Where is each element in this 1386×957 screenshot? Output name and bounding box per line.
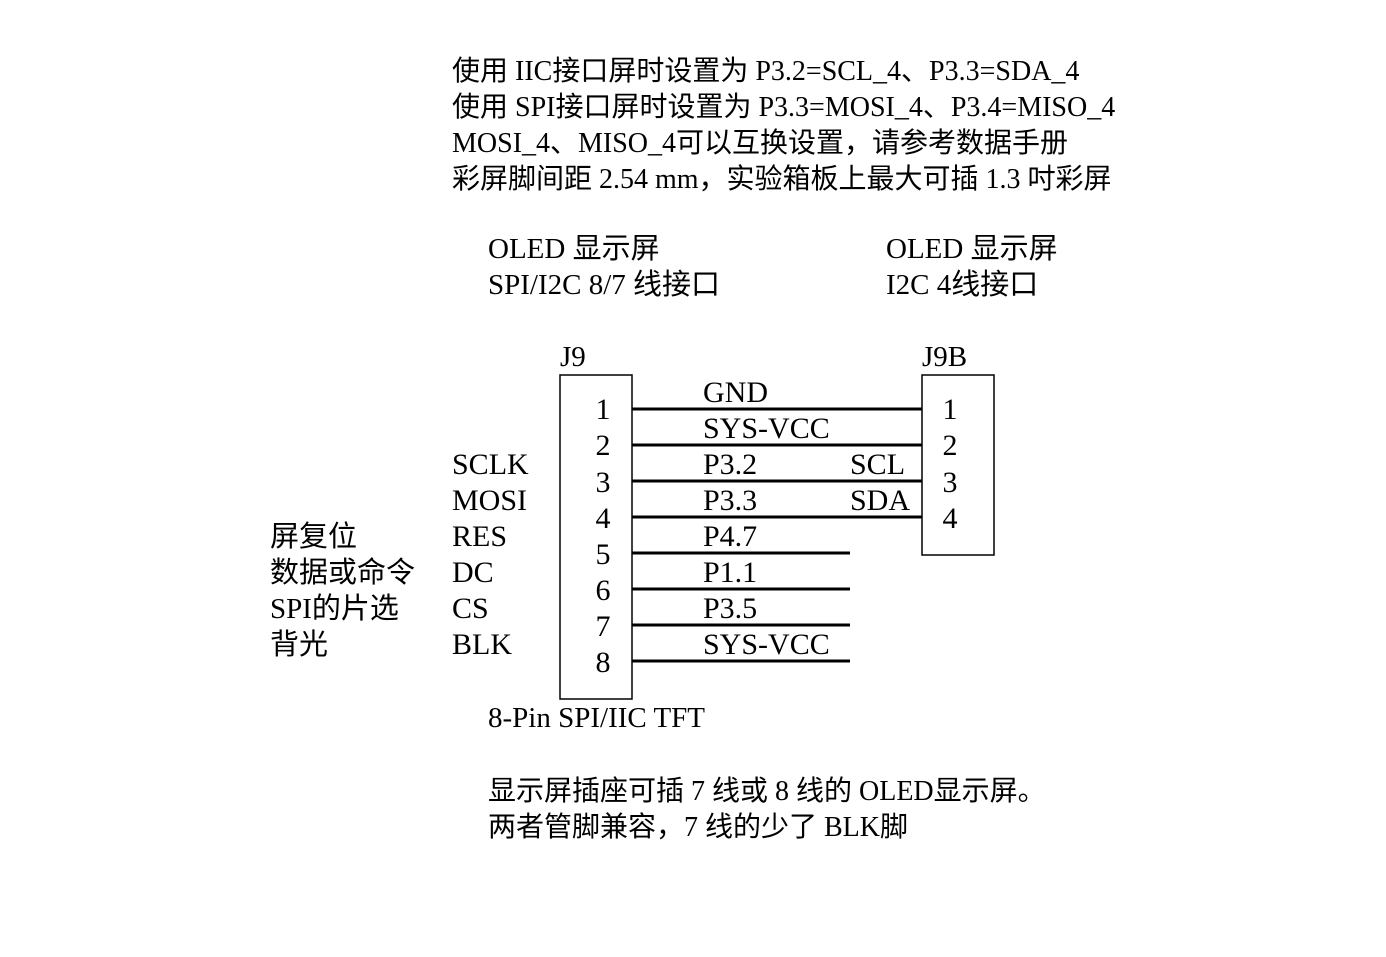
desc-backlight: 背光 bbox=[270, 628, 328, 661]
right-title-line-1: OLED 显示屏 bbox=[886, 233, 1058, 265]
net-label-p3-5: P3.5 bbox=[703, 592, 757, 625]
signal-names: SCLK MOSI RES DC CS BLK bbox=[452, 448, 529, 661]
i2c-labels: SCL SDA bbox=[850, 448, 910, 517]
signal-dc: DC bbox=[452, 556, 494, 589]
note-compat-2: 两者管脚兼容，7 线的少了 BLK脚 bbox=[488, 811, 908, 843]
j9-body bbox=[559, 374, 633, 700]
j9-pin-5: 5 bbox=[596, 538, 611, 571]
left-title-line-1: OLED 显示屏 bbox=[488, 233, 660, 265]
right-connector-title: OLED 显示屏 I2C 4线接口 bbox=[886, 233, 1058, 301]
note-iic-setting: 使用 IIC接口屏时设置为 P3.2=SCL_4、P3.3=SDA_4 bbox=[452, 55, 1079, 87]
j9b-pin-3: 3 bbox=[943, 466, 958, 499]
i2c-label-scl: SCL bbox=[850, 448, 905, 481]
desc-reset: 屏复位 bbox=[270, 520, 357, 553]
j9-caption: 8-Pin SPI/IIC TFT bbox=[488, 702, 705, 734]
signal-res: RES bbox=[452, 520, 507, 553]
j9b-pin-4: 4 bbox=[943, 502, 958, 535]
top-notes: 使用 IIC接口屏时设置为 P3.2=SCL_4、P3.3=SDA_4 使用 S… bbox=[452, 55, 1115, 195]
wires bbox=[632, 407, 922, 663]
j9-pin-1: 1 bbox=[596, 393, 611, 426]
j9-pin-6: 6 bbox=[596, 574, 611, 607]
note-compat-1: 显示屏插座可插 7 线或 8 线的 OLED显示屏。 bbox=[488, 775, 1046, 807]
note-spi-setting: 使用 SPI接口屏时设置为 P3.3=MOSI_4、P3.4=MISO_4 bbox=[452, 91, 1115, 123]
j9-pin-3: 3 bbox=[596, 466, 611, 499]
j9b-pin-numbers: 1 2 3 4 bbox=[943, 393, 958, 535]
net-label-p3-3: P3.3 bbox=[703, 484, 757, 517]
signal-cs: CS bbox=[452, 592, 489, 625]
net-label-p4-7: P4.7 bbox=[703, 520, 757, 553]
j9-pin-2: 2 bbox=[596, 429, 611, 462]
right-title-line-2: I2C 4线接口 bbox=[886, 268, 1038, 301]
j9b-pin-2: 2 bbox=[943, 429, 958, 462]
net-label-p1-1: P1.1 bbox=[703, 556, 757, 589]
net-label-p3-2: P3.2 bbox=[703, 448, 757, 481]
bottom-notes: 显示屏插座可插 7 线或 8 线的 OLED显示屏。 两者管脚兼容，7 线的少了… bbox=[488, 775, 1046, 843]
j9-ref: J9 bbox=[560, 341, 586, 373]
desc-chip-select: SPI的片选 bbox=[270, 592, 399, 625]
j9b-ref: J9B bbox=[922, 341, 967, 373]
signal-blk: BLK bbox=[452, 628, 512, 661]
signal-descriptions: 屏复位 数据或命令 SPI的片选 背光 bbox=[270, 520, 415, 661]
j9-pin-numbers: 1 2 3 4 5 6 7 8 bbox=[596, 393, 611, 679]
desc-data-command: 数据或命令 bbox=[270, 556, 415, 589]
signal-sclk: SCLK bbox=[452, 448, 529, 481]
i2c-label-sda: SDA bbox=[850, 484, 910, 517]
j9-pin-7: 7 bbox=[596, 610, 611, 643]
left-connector-title: OLED 显示屏 SPI/I2C 8/7 线接口 bbox=[488, 233, 720, 301]
j9-pin-8: 8 bbox=[596, 646, 611, 679]
net-label-sys-vcc-2: SYS-VCC bbox=[703, 628, 830, 661]
net-labels: GND SYS-VCC P3.2 P3.3 P4.7 P1.1 P3.5 SYS… bbox=[703, 376, 830, 661]
net-label-gnd: GND bbox=[703, 376, 768, 409]
j9b-pin-1: 1 bbox=[943, 393, 958, 426]
signal-mosi: MOSI bbox=[452, 484, 527, 517]
left-title-line-2: SPI/I2C 8/7 线接口 bbox=[488, 268, 720, 301]
note-swap-pins: MOSI_4、MISO_4可以互换设置，请参考数据手册 bbox=[452, 127, 1068, 159]
j9-pin-4: 4 bbox=[596, 502, 611, 535]
net-label-sys-vcc: SYS-VCC bbox=[703, 412, 830, 445]
note-pitch: 彩屏脚间距 2.54 mm，实验箱板上最大可插 1.3 吋彩屏 bbox=[452, 163, 1112, 195]
j9b-body bbox=[921, 374, 995, 556]
